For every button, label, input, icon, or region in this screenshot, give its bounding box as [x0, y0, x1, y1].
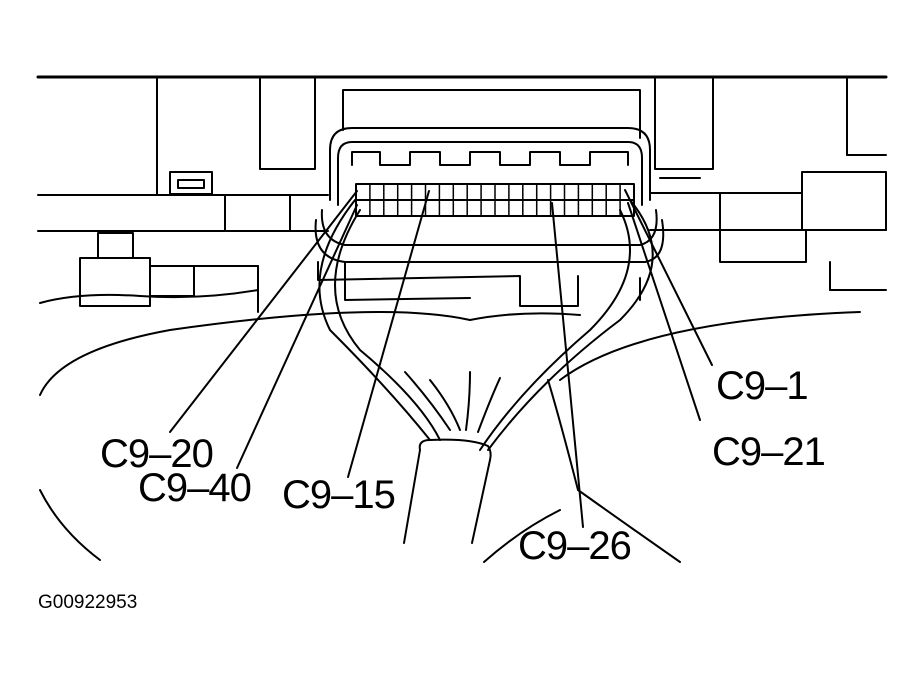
label-c9-21: C9–21 — [712, 430, 826, 474]
connector-body — [316, 128, 664, 262]
leader-lines — [170, 190, 712, 527]
housing-structure — [38, 77, 886, 312]
leader-c9-21 — [628, 203, 700, 420]
wire-harness — [319, 200, 652, 543]
leader-c9-40 — [237, 205, 357, 468]
body-outline — [40, 290, 860, 562]
leader-c9-20 — [170, 191, 357, 432]
label-c9-1: C9–1 — [716, 364, 809, 408]
leader-c9-15 — [348, 191, 429, 477]
leader-c9-1 — [625, 190, 712, 365]
label-c9-26: C9–26 — [518, 524, 632, 568]
label-c9-40: C9–40 — [138, 466, 252, 510]
label-c9-15: C9–15 — [282, 473, 396, 517]
leader-c9-26 — [552, 203, 583, 527]
figure-id: G00922953 — [38, 592, 138, 613]
label-c9-20: C9–20 — [100, 432, 214, 476]
pin-cavities — [370, 184, 620, 216]
